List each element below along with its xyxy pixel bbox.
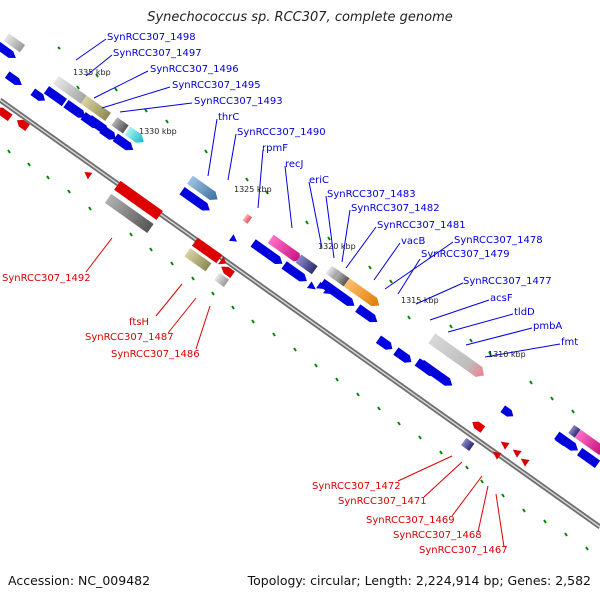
kbp-label: 1330 kbp xyxy=(139,127,177,136)
gene-label: recJ xyxy=(285,159,304,170)
reverse-strand-genes[interactable] xyxy=(0,104,530,467)
gene-label: SynRCC307_1479 xyxy=(421,249,510,260)
gene-label: SynRCC307_1490 xyxy=(237,127,326,138)
gene-label: SynRCC307_1471 xyxy=(338,496,427,507)
kbp-label: 1310 kbp xyxy=(488,350,526,359)
reverse-leader-lines xyxy=(85,237,505,548)
gene-label: ftsH xyxy=(129,317,149,328)
gene-label: tldD xyxy=(514,307,535,318)
gene-label: SynRCC307_1468 xyxy=(393,530,482,541)
gene-label: SynRCC307_1469 xyxy=(366,515,455,526)
gene-label: SynRCC307_1477 xyxy=(463,276,552,287)
kbp-scale-labels: 1335 kbp 1330 kbp 1325 kbp 1320 kbp 1315… xyxy=(73,68,526,359)
gene-label: SynRCC307_1495 xyxy=(172,80,261,91)
gene-label: SynRCC307_1483 xyxy=(327,189,416,200)
kbp-label: 1325 kbp xyxy=(234,185,272,194)
gene-label: SynRCC307_1478 xyxy=(454,235,543,246)
gene-label: SynRCC307_1467 xyxy=(419,545,508,556)
gene-label: SynRCC307_1492 xyxy=(2,273,91,284)
gene-label: vacB xyxy=(401,236,426,247)
forward-strand-genes[interactable] xyxy=(0,32,600,468)
genome-title: Synechococcus sp. RCC307, complete genom… xyxy=(147,10,453,25)
gene-label: eriC xyxy=(309,175,329,186)
gene-label: SynRCC307_1482 xyxy=(351,203,440,214)
genome-backbone xyxy=(0,97,600,530)
gene-label: SynRCC307_1498 xyxy=(107,32,196,43)
gene-label: SynRCC307_1487 xyxy=(85,332,174,343)
gene-label: rpmF xyxy=(262,143,288,154)
reverse-gene-labels: SynRCC307_1492 ftsH SynRCC307_1487 SynRC… xyxy=(2,273,508,556)
kbp-label: 1320 kbp xyxy=(318,242,356,251)
gene-label: SynRCC307_1493 xyxy=(194,96,283,107)
gene-label: SynRCC307_1481 xyxy=(377,220,466,231)
forward-leader-lines xyxy=(75,38,561,358)
gene-label: pmbA xyxy=(533,321,562,332)
gene-label: SynRCC307_1497 xyxy=(113,48,202,59)
scale-ticks xyxy=(7,46,589,551)
gene-label: SynRCC307_1472 xyxy=(312,481,401,492)
kbp-label: 1315 kbp xyxy=(401,296,439,305)
gene-label: SynRCC307_1486 xyxy=(111,349,200,360)
gene-label: fmt xyxy=(561,337,578,348)
genome-summary-text: Topology: circular; Length: 2,224,914 bp… xyxy=(247,573,591,588)
gene-label: SynRCC307_1496 xyxy=(150,64,239,75)
forward-gene-labels: SynRCC307_1498 SynRCC307_1497 SynRCC307_… xyxy=(107,32,578,348)
kbp-label: 1335 kbp xyxy=(73,68,111,77)
gene-label: acsF xyxy=(490,293,513,304)
accession-text: Accession: NC_009482 xyxy=(8,573,151,588)
gene-label: thrC xyxy=(218,112,239,123)
